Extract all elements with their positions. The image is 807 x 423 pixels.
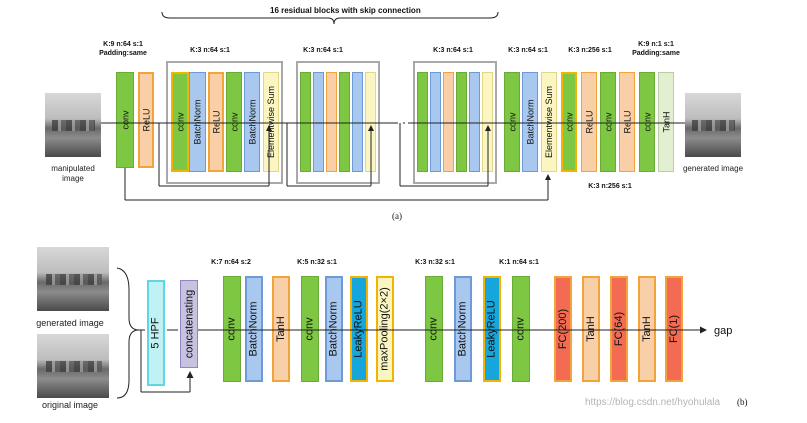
- param-b-4: K:1 n:64 s:1: [499, 259, 539, 266]
- a-rb2-batchnorm-2: [352, 72, 363, 172]
- manipulated-image-caption: manipulated image: [51, 164, 95, 183]
- b-conv-3: conv: [425, 276, 443, 382]
- b-batchnorm-2: BatchNorm: [325, 276, 343, 382]
- b-tanh-1: TanH: [272, 276, 290, 382]
- param-post-conv: K:3 n:64 s:1: [508, 47, 548, 54]
- b-hpf: 5 HPF: [147, 280, 165, 386]
- b-tanh-2: TanH: [582, 276, 600, 382]
- a-rbn-conv-2: [456, 72, 467, 172]
- param-res-block-2: K:3 n:64 s:1: [303, 47, 343, 54]
- a-conv-last: conv: [639, 72, 655, 172]
- param-b-3: K:3 n:32 s:1: [415, 259, 455, 266]
- param-b-2: K:5 n:32 s:1: [297, 259, 337, 266]
- a-elementwise-sum-post: Elementwise Sum: [541, 72, 557, 172]
- param-res-block-n: K:3 n:64 s:1: [433, 47, 473, 54]
- param-up-conv-below: K:3 n:256 s:1: [588, 183, 632, 190]
- b-fc-1: FC(1): [665, 276, 683, 382]
- b-leakyrelu-2: LeakyReLU: [483, 276, 501, 382]
- a-conv-post: conv: [504, 72, 520, 172]
- b-conv-2: conv: [301, 276, 319, 382]
- a-rbn-conv-1: [417, 72, 428, 172]
- b-concatenating: concatenating: [180, 280, 198, 368]
- b-fc-64: FC(64): [610, 276, 628, 382]
- generated-image-caption: generated image: [682, 164, 744, 173]
- b-fc-200: FC(200): [554, 276, 572, 382]
- manipulated-image: [45, 93, 101, 157]
- a-rb1-conv-2: conv: [226, 72, 242, 172]
- a-conv-first: conv: [116, 72, 134, 168]
- a-conv-up-2: conv: [600, 72, 616, 172]
- original-image-input: [37, 334, 109, 398]
- a-rb1-batchnorm-2: BatchNorm: [244, 72, 260, 172]
- b-conv-4: conv: [512, 276, 530, 382]
- b-batchnorm-3: BatchNorm: [454, 276, 472, 382]
- a-rb2-conv-2: [339, 72, 350, 172]
- param-first-conv: K:9 n:64 s:1 Padding:same: [99, 41, 147, 57]
- gap-output-label: gap: [714, 325, 733, 337]
- original-image-input-caption: original image: [41, 400, 99, 410]
- b-leakyrelu-1: LeakyReLU: [350, 276, 368, 382]
- a-rbn-batchnorm-2: [469, 72, 480, 172]
- a-rb1-elementwise-sum: Elementwise Sum: [263, 72, 279, 172]
- sublabel-b: (b): [737, 397, 748, 407]
- a-relu-first: ReLU: [138, 72, 154, 168]
- a-rbn-relu: [443, 72, 454, 172]
- b-tanh-3: TanH: [638, 276, 656, 382]
- a-rb1-batchnorm-1: BatchNorm: [189, 72, 206, 172]
- residual-blocks-title: 16 residual blocks with skip connection: [270, 6, 421, 15]
- generated-image-input: [37, 247, 109, 311]
- b-conv-1: conv: [223, 276, 241, 382]
- generated-image-output: [685, 93, 741, 157]
- param-last-conv: K:9 n:1 s:1 Padding:same: [632, 41, 680, 57]
- a-rb1-relu: ReLU: [208, 72, 224, 172]
- a-batchnorm-post: BatchNorm: [522, 72, 538, 172]
- a-tanh: TanH: [658, 72, 674, 172]
- a-conv-up-1: conv: [561, 72, 577, 172]
- a-relu-up-2: ReLU: [619, 72, 635, 172]
- generated-image-input-caption: generated image: [36, 318, 104, 328]
- sublabel-a: (a): [392, 211, 402, 221]
- param-res-block-1: K:3 n:64 s:1: [190, 47, 230, 54]
- param-up-conv: K:3 n:256 s:1: [568, 47, 612, 54]
- a-rb1-conv-1: conv: [171, 72, 189, 172]
- watermark: https://blog.csdn.net/hyohulala: [585, 397, 721, 408]
- a-rb2-conv-1: [300, 72, 311, 172]
- a-rbn-batchnorm-1: [430, 72, 441, 172]
- a-relu-up-1: ReLU: [581, 72, 597, 172]
- a-rb2-batchnorm-1: [313, 72, 324, 172]
- param-b-1: K:7 n:64 s:2: [211, 259, 251, 266]
- b-maxpooling: maxPooling(2×2): [376, 276, 394, 382]
- a-rb2-relu: [326, 72, 337, 172]
- b-batchnorm-1: BatchNorm: [245, 276, 263, 382]
